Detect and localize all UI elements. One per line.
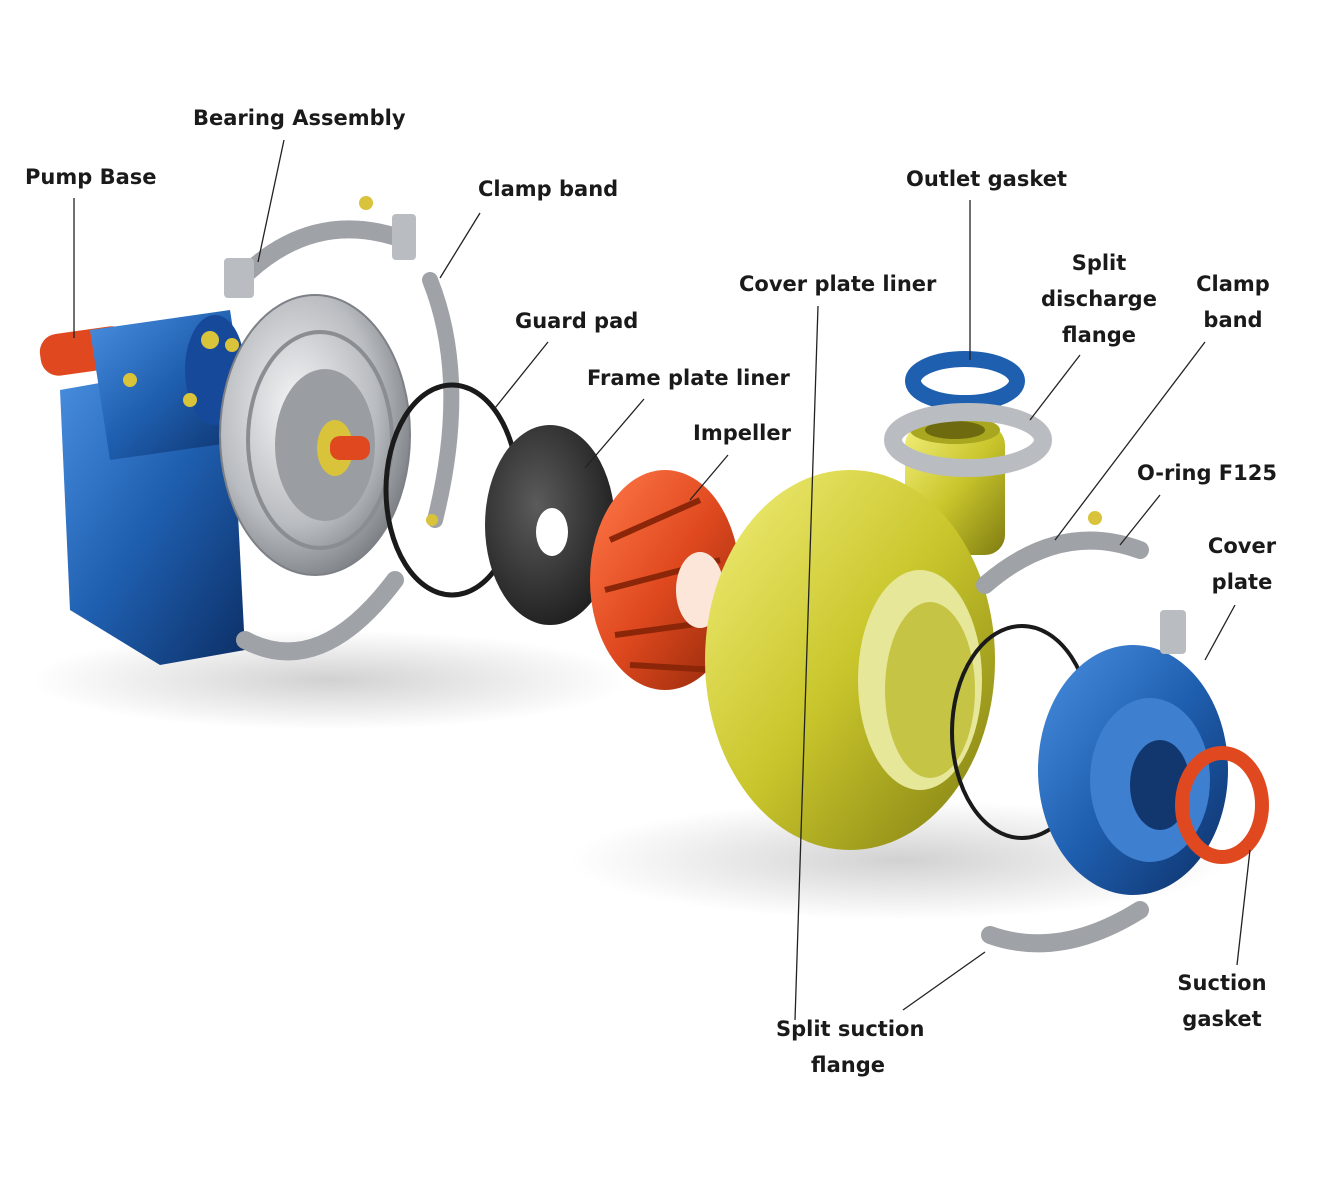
label-line: discharge: [1041, 287, 1157, 311]
label-cover-plate-liner: Cover plate liner: [739, 272, 937, 296]
label-line: flange: [811, 1053, 885, 1077]
clamp-band-arc: [422, 272, 460, 528]
clamp-band-arc: [976, 531, 1149, 594]
leader-line: [794, 305, 819, 1021]
label-line: Cover: [1207, 534, 1277, 558]
label-line: Split suction: [776, 1017, 925, 1041]
label-line: flange: [1062, 323, 1136, 347]
leader-line: [257, 139, 285, 263]
label-bearing-assembly: Bearing Assembly: [193, 106, 406, 130]
label-cover-plate: Cover plate: [1200, 528, 1284, 600]
leader-line: [902, 951, 986, 1011]
label-clamp-band-1: Clamp band: [478, 177, 619, 201]
label-line: Clamp: [1196, 272, 1270, 296]
label-guard-pad: Guard pad: [515, 309, 639, 333]
label-o-ring: O-ring F125: [1137, 461, 1277, 485]
leader-line: [584, 398, 645, 469]
clamp-band-arc: [236, 571, 404, 661]
label-clamp-band-2: Clamp band: [1190, 266, 1276, 338]
outlet-gasket: [905, 351, 1025, 411]
leader-line: [1236, 849, 1251, 966]
leader-line: [689, 454, 729, 501]
label-outlet-gasket: Outlet gasket: [906, 167, 1068, 191]
clamp-band-bolt: [359, 196, 373, 210]
label-line: Split: [1071, 251, 1127, 275]
frame-plate-liner: [485, 425, 615, 625]
split-discharge-flange: [884, 403, 1052, 477]
leader-line: [494, 341, 549, 409]
clamp-band-bolt: [1088, 511, 1102, 525]
impeller: [590, 470, 740, 690]
label-split-suction-flange: Split suction flange: [776, 1011, 925, 1083]
label-line: band: [1203, 308, 1263, 332]
leader-line: [1029, 354, 1081, 421]
label-suction-gasket: Suction gasket: [1172, 965, 1272, 1037]
label-pump-base: Pump Base: [25, 165, 157, 189]
label-line: plate: [1211, 570, 1273, 594]
split-suction-flange-bracket: [1160, 610, 1186, 654]
label-impeller: Impeller: [693, 421, 791, 445]
label-split-discharge-flange: Split discharge flange: [1041, 245, 1157, 353]
suction-gasket: [1175, 746, 1269, 864]
leader-line: [1119, 494, 1161, 546]
split-suction-flange: [981, 901, 1149, 953]
label-frame-plate-liner: Frame plate liner: [587, 366, 790, 390]
label-line: Suction: [1177, 971, 1267, 995]
label-line: gasket: [1182, 1007, 1262, 1031]
clamp-band-bracket: [224, 258, 254, 298]
clamp-band-arc: [226, 220, 414, 294]
clamp-band-bolt: [426, 514, 438, 526]
pump-base: [39, 310, 250, 665]
bearing-assembly: [219, 294, 411, 576]
leader-line: [1054, 341, 1206, 541]
leader-line: [1204, 604, 1236, 661]
clamp-band-bracket: [392, 214, 416, 260]
leader-line: [439, 212, 481, 279]
